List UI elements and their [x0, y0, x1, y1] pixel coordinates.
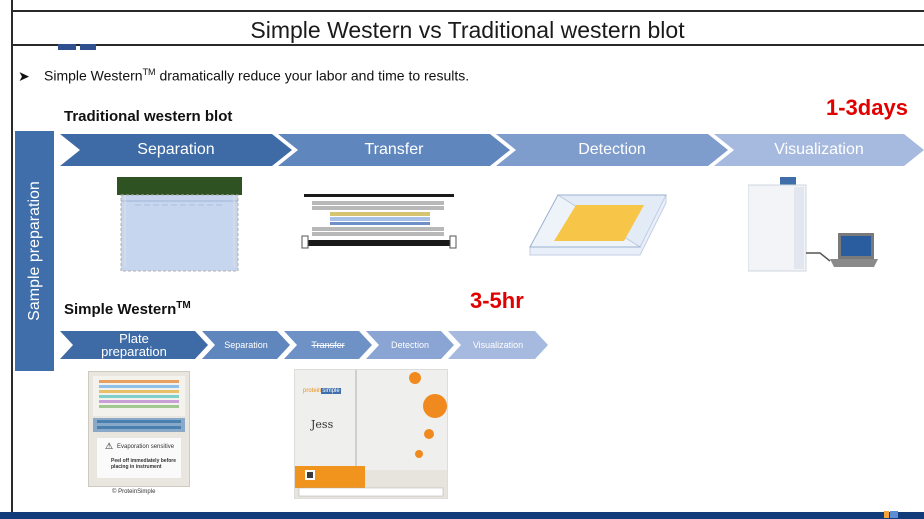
side-label: Sample preparation	[15, 131, 54, 371]
title-decoration	[58, 44, 98, 50]
bullet-prefix: Simple Western	[44, 67, 143, 84]
bullet-suffix: dramatically reduce your labor and time …	[155, 67, 470, 84]
simple-western-heading: Simple WesternTM	[64, 300, 191, 318]
simple-western-time: 3-5hr	[470, 288, 524, 313]
gel-box-illustration	[115, 175, 247, 278]
imager-illustration	[747, 177, 878, 278]
traditional-step-detection: Detection	[496, 134, 728, 166]
instrument-brand: proteinsimple	[303, 388, 341, 394]
side-bar	[15, 131, 54, 371]
bullet-arrow-icon: ➤	[18, 67, 30, 84]
footer-bar	[0, 512, 924, 519]
simple-step-detection: Detection	[366, 331, 454, 359]
plate-copyright: © ProteinSimple	[112, 489, 156, 495]
simple-step-plate-preparation: Plate preparation	[60, 331, 208, 359]
bullet-text: ➤ Simple WesternTM dramatically reduce yo…	[18, 67, 469, 85]
warning-icon: ⚠	[105, 441, 114, 451]
warning-title: Evaporation sensitive	[117, 444, 175, 450]
traditional-step-transfer: Transfer	[278, 134, 510, 166]
simple-western-heading-text: Simple Western	[64, 301, 177, 318]
traditional-step-separation: Separation	[60, 134, 292, 166]
plate-label: ⚠ Evaporation sensitive Peel off immedia…	[97, 438, 181, 478]
transfer-sandwich-illustration	[300, 192, 460, 255]
bullet-tm: TM	[142, 67, 156, 77]
title-box: Simple Western vs Traditional western bl…	[11, 10, 924, 46]
traditional-step-visualization: Visualization	[714, 134, 924, 166]
frame-left-border	[11, 0, 13, 519]
simple-step-transfer: Transfer	[284, 331, 372, 359]
plate-wells-graphic	[93, 376, 185, 432]
instrument-model: Jess	[311, 418, 334, 431]
peel-text: Peel off immediately before placing in i…	[111, 458, 177, 470]
traditional-heading: Traditional western blot	[64, 108, 233, 125]
simple-step-separation: Separation	[202, 331, 290, 359]
plate-photo: ⚠ Evaporation sensitive Peel off immedia…	[88, 371, 190, 487]
side-label-text: Sample preparation	[25, 181, 43, 321]
corner-decoration	[884, 505, 898, 518]
detection-tray-illustration	[528, 191, 670, 262]
simple-western-tm: TM	[176, 300, 191, 311]
instrument-dots-graphic	[295, 372, 447, 498]
traditional-time: 1-3days	[826, 95, 908, 120]
slide-title: Simple Western vs Traditional western bl…	[250, 17, 685, 43]
instrument-photo: proteinsimple Jess	[294, 369, 448, 499]
simple-step-visualization: Visualization	[448, 331, 548, 359]
